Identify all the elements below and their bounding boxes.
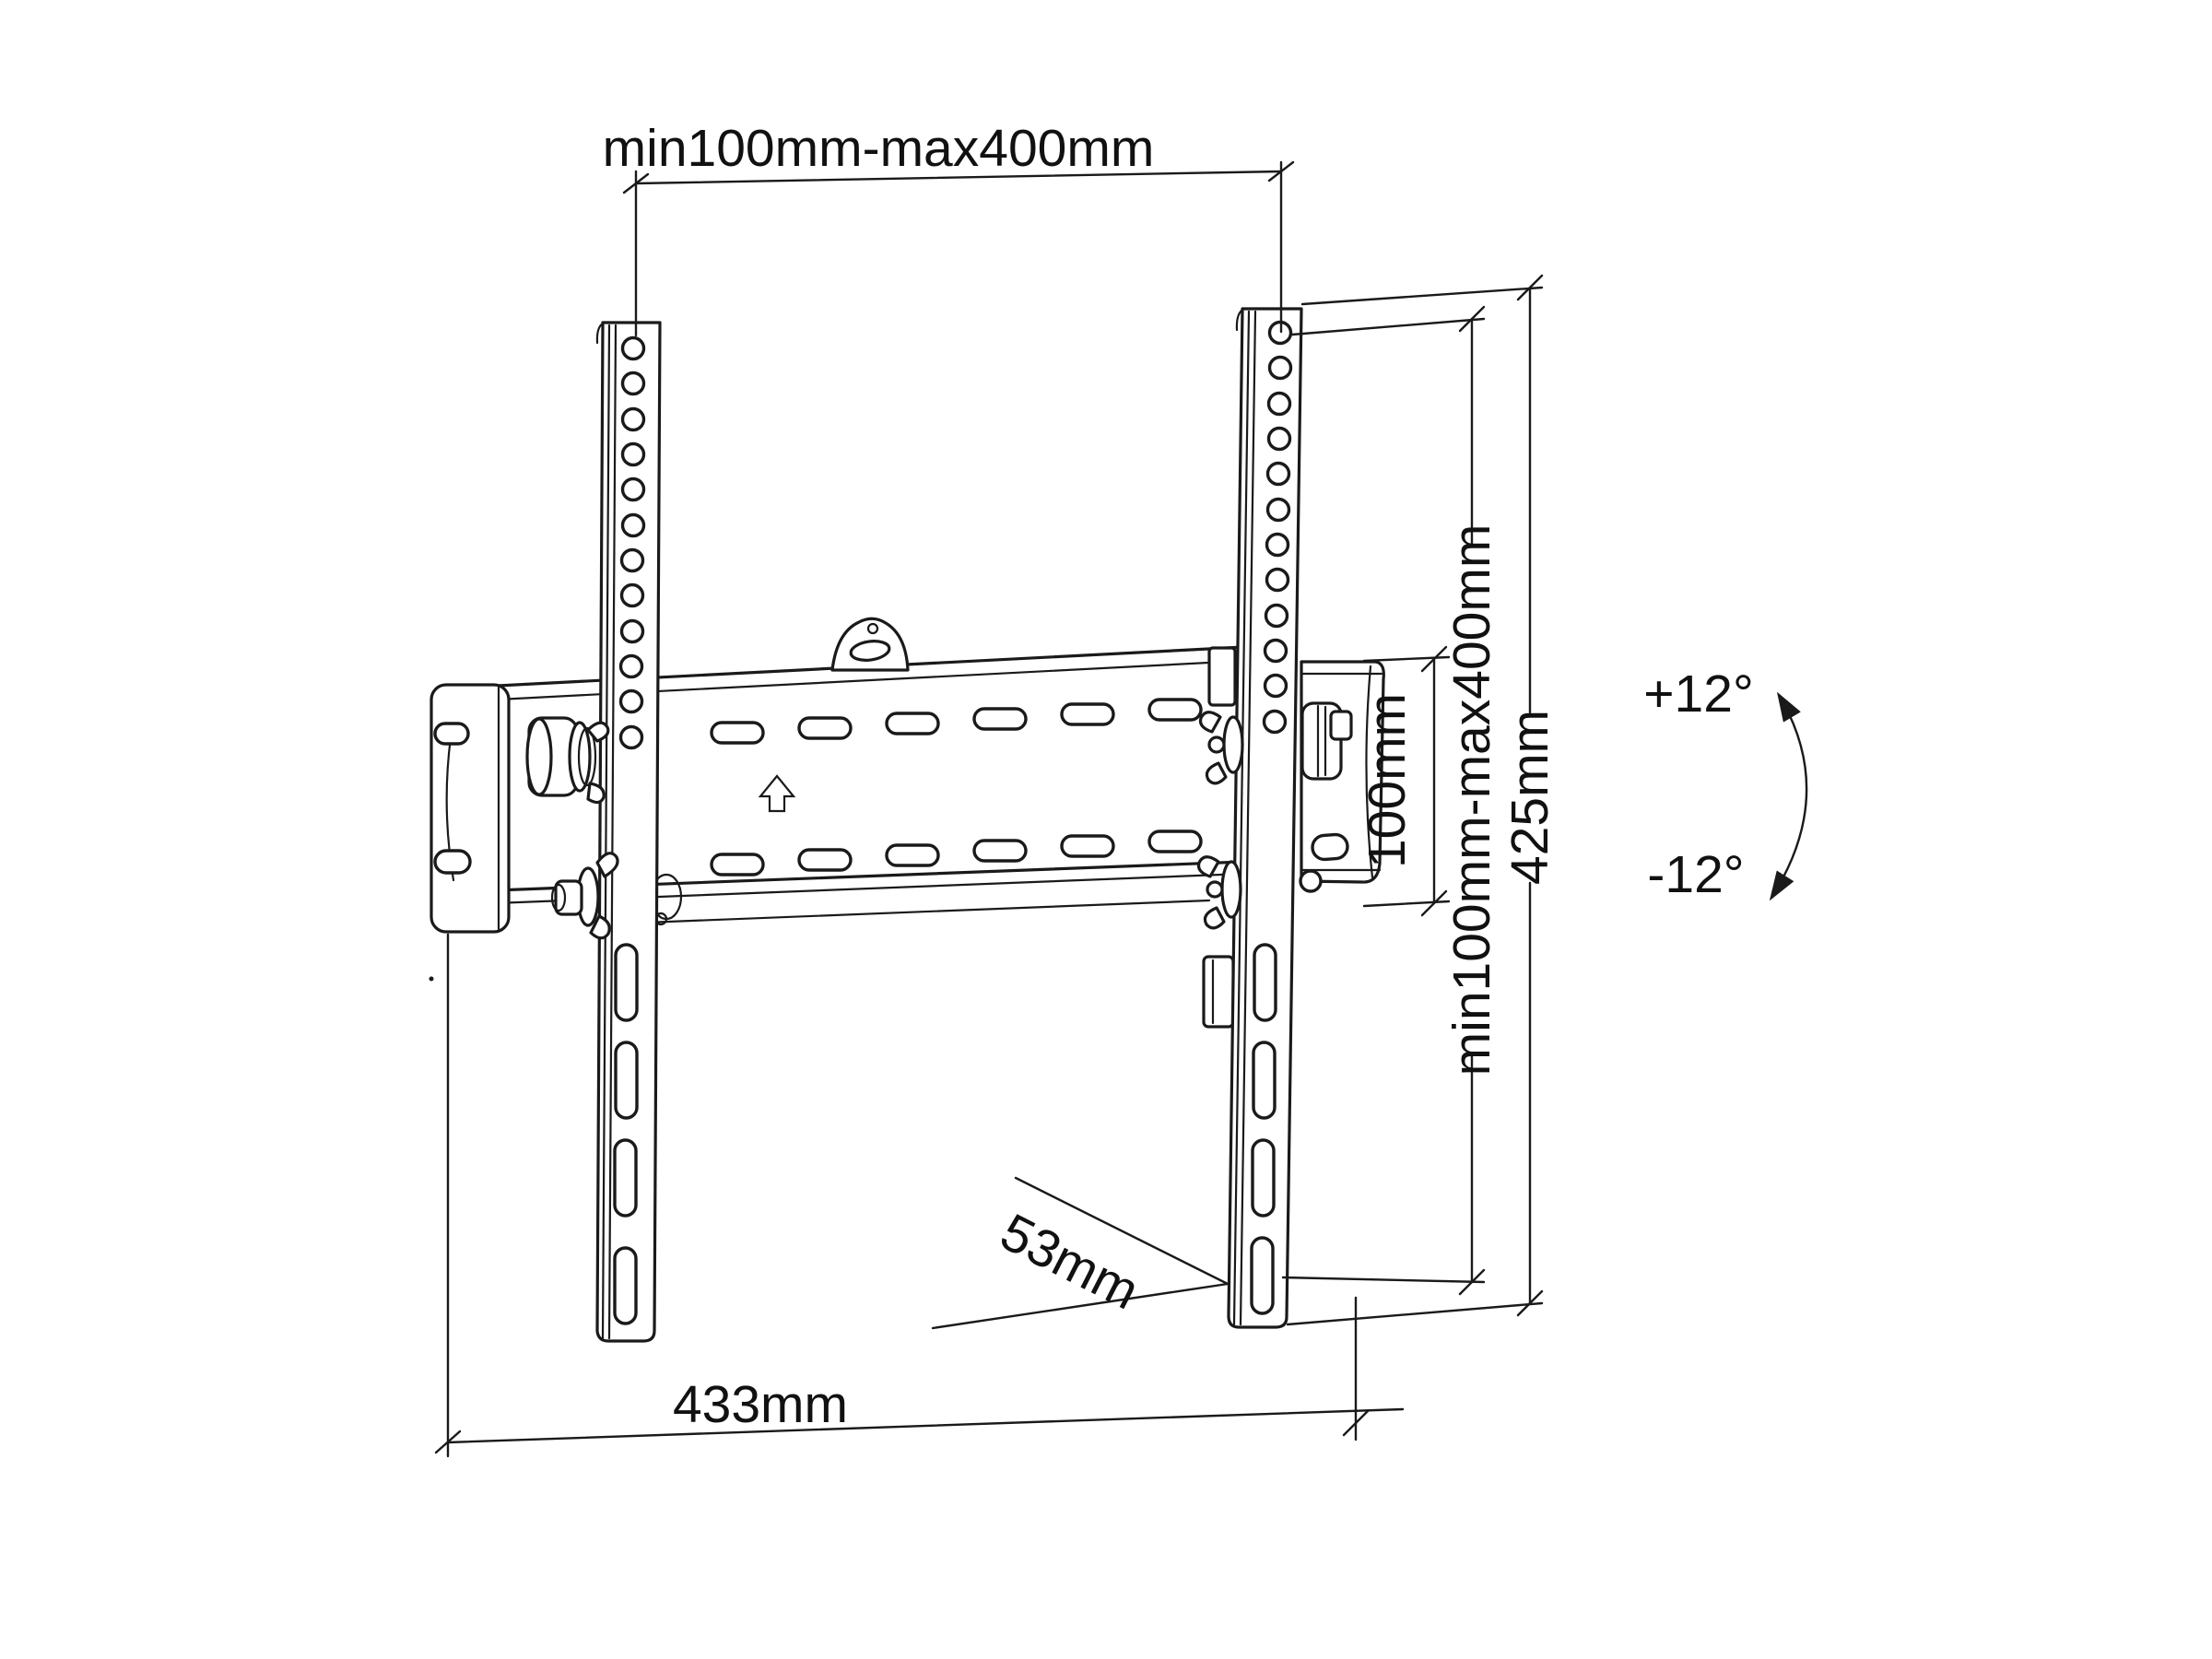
right-lower-hook — [1202, 955, 1235, 1029]
left-rail-top-flange — [595, 321, 606, 345]
dimension-depth: 53mm — [931, 1176, 1230, 1330]
dimension-top-span: min100mm-max400mm — [603, 119, 1295, 337]
label-total-width: 433mm — [673, 1375, 848, 1434]
wall-plate-left-end-cap — [429, 683, 511, 934]
label-top-span: min100mm-max400mm — [603, 119, 1155, 178]
dimension-total-height: 425mm — [1286, 274, 1559, 1326]
bracket-slot — [1311, 832, 1349, 862]
left-rail-holes — [618, 335, 646, 750]
wall-plate-upper-slots — [710, 698, 1203, 745]
dimension-total-width: 433mm — [434, 933, 1405, 1458]
label-plate-height: 100mm — [1358, 693, 1417, 868]
dimension-vesa-vertical: min100mm-max400mm — [1281, 305, 1501, 1296]
lock-tab — [830, 617, 910, 672]
wing-nut-right-upper — [1198, 711, 1244, 785]
label-total-height: 425mm — [1500, 710, 1559, 885]
right-end-bracket — [1299, 660, 1385, 893]
right-rail-holes — [1262, 320, 1293, 735]
tilt-angle-annotation: +12° -12° — [1643, 665, 1808, 904]
bracket-knob — [1300, 701, 1353, 781]
wall-plate-lower-rod — [643, 899, 1211, 924]
wall-plate-lower-slots — [710, 830, 1203, 877]
dimension-plate-height: 100mm — [1358, 645, 1451, 917]
right-upper-hook — [1207, 646, 1237, 707]
wing-nut-right-lower — [1196, 855, 1242, 930]
label-vesa-vertical: min100mm-max400mm — [1442, 524, 1501, 1077]
right-rail-top-flange — [1235, 307, 1246, 332]
wall-plate — [429, 617, 1246, 1029]
label-depth: 53mm — [992, 1203, 1148, 1322]
up-arrow-icon — [758, 774, 796, 813]
left-rail-slots — [613, 943, 639, 1325]
label-tilt-down: -12° — [1647, 845, 1744, 904]
label-tilt-up: +12° — [1643, 665, 1753, 724]
wing-nut-left-lower — [550, 852, 619, 940]
tilt-knob-left-upper — [525, 716, 610, 805]
tilt-angle-arc — [1769, 691, 1808, 901]
left-vesa-rail — [595, 321, 662, 1343]
right-rail-slots — [1250, 943, 1277, 1315]
print-dot-artifact — [429, 976, 434, 982]
bracket-pin — [1299, 869, 1323, 893]
right-vesa-rail — [1227, 307, 1303, 1329]
